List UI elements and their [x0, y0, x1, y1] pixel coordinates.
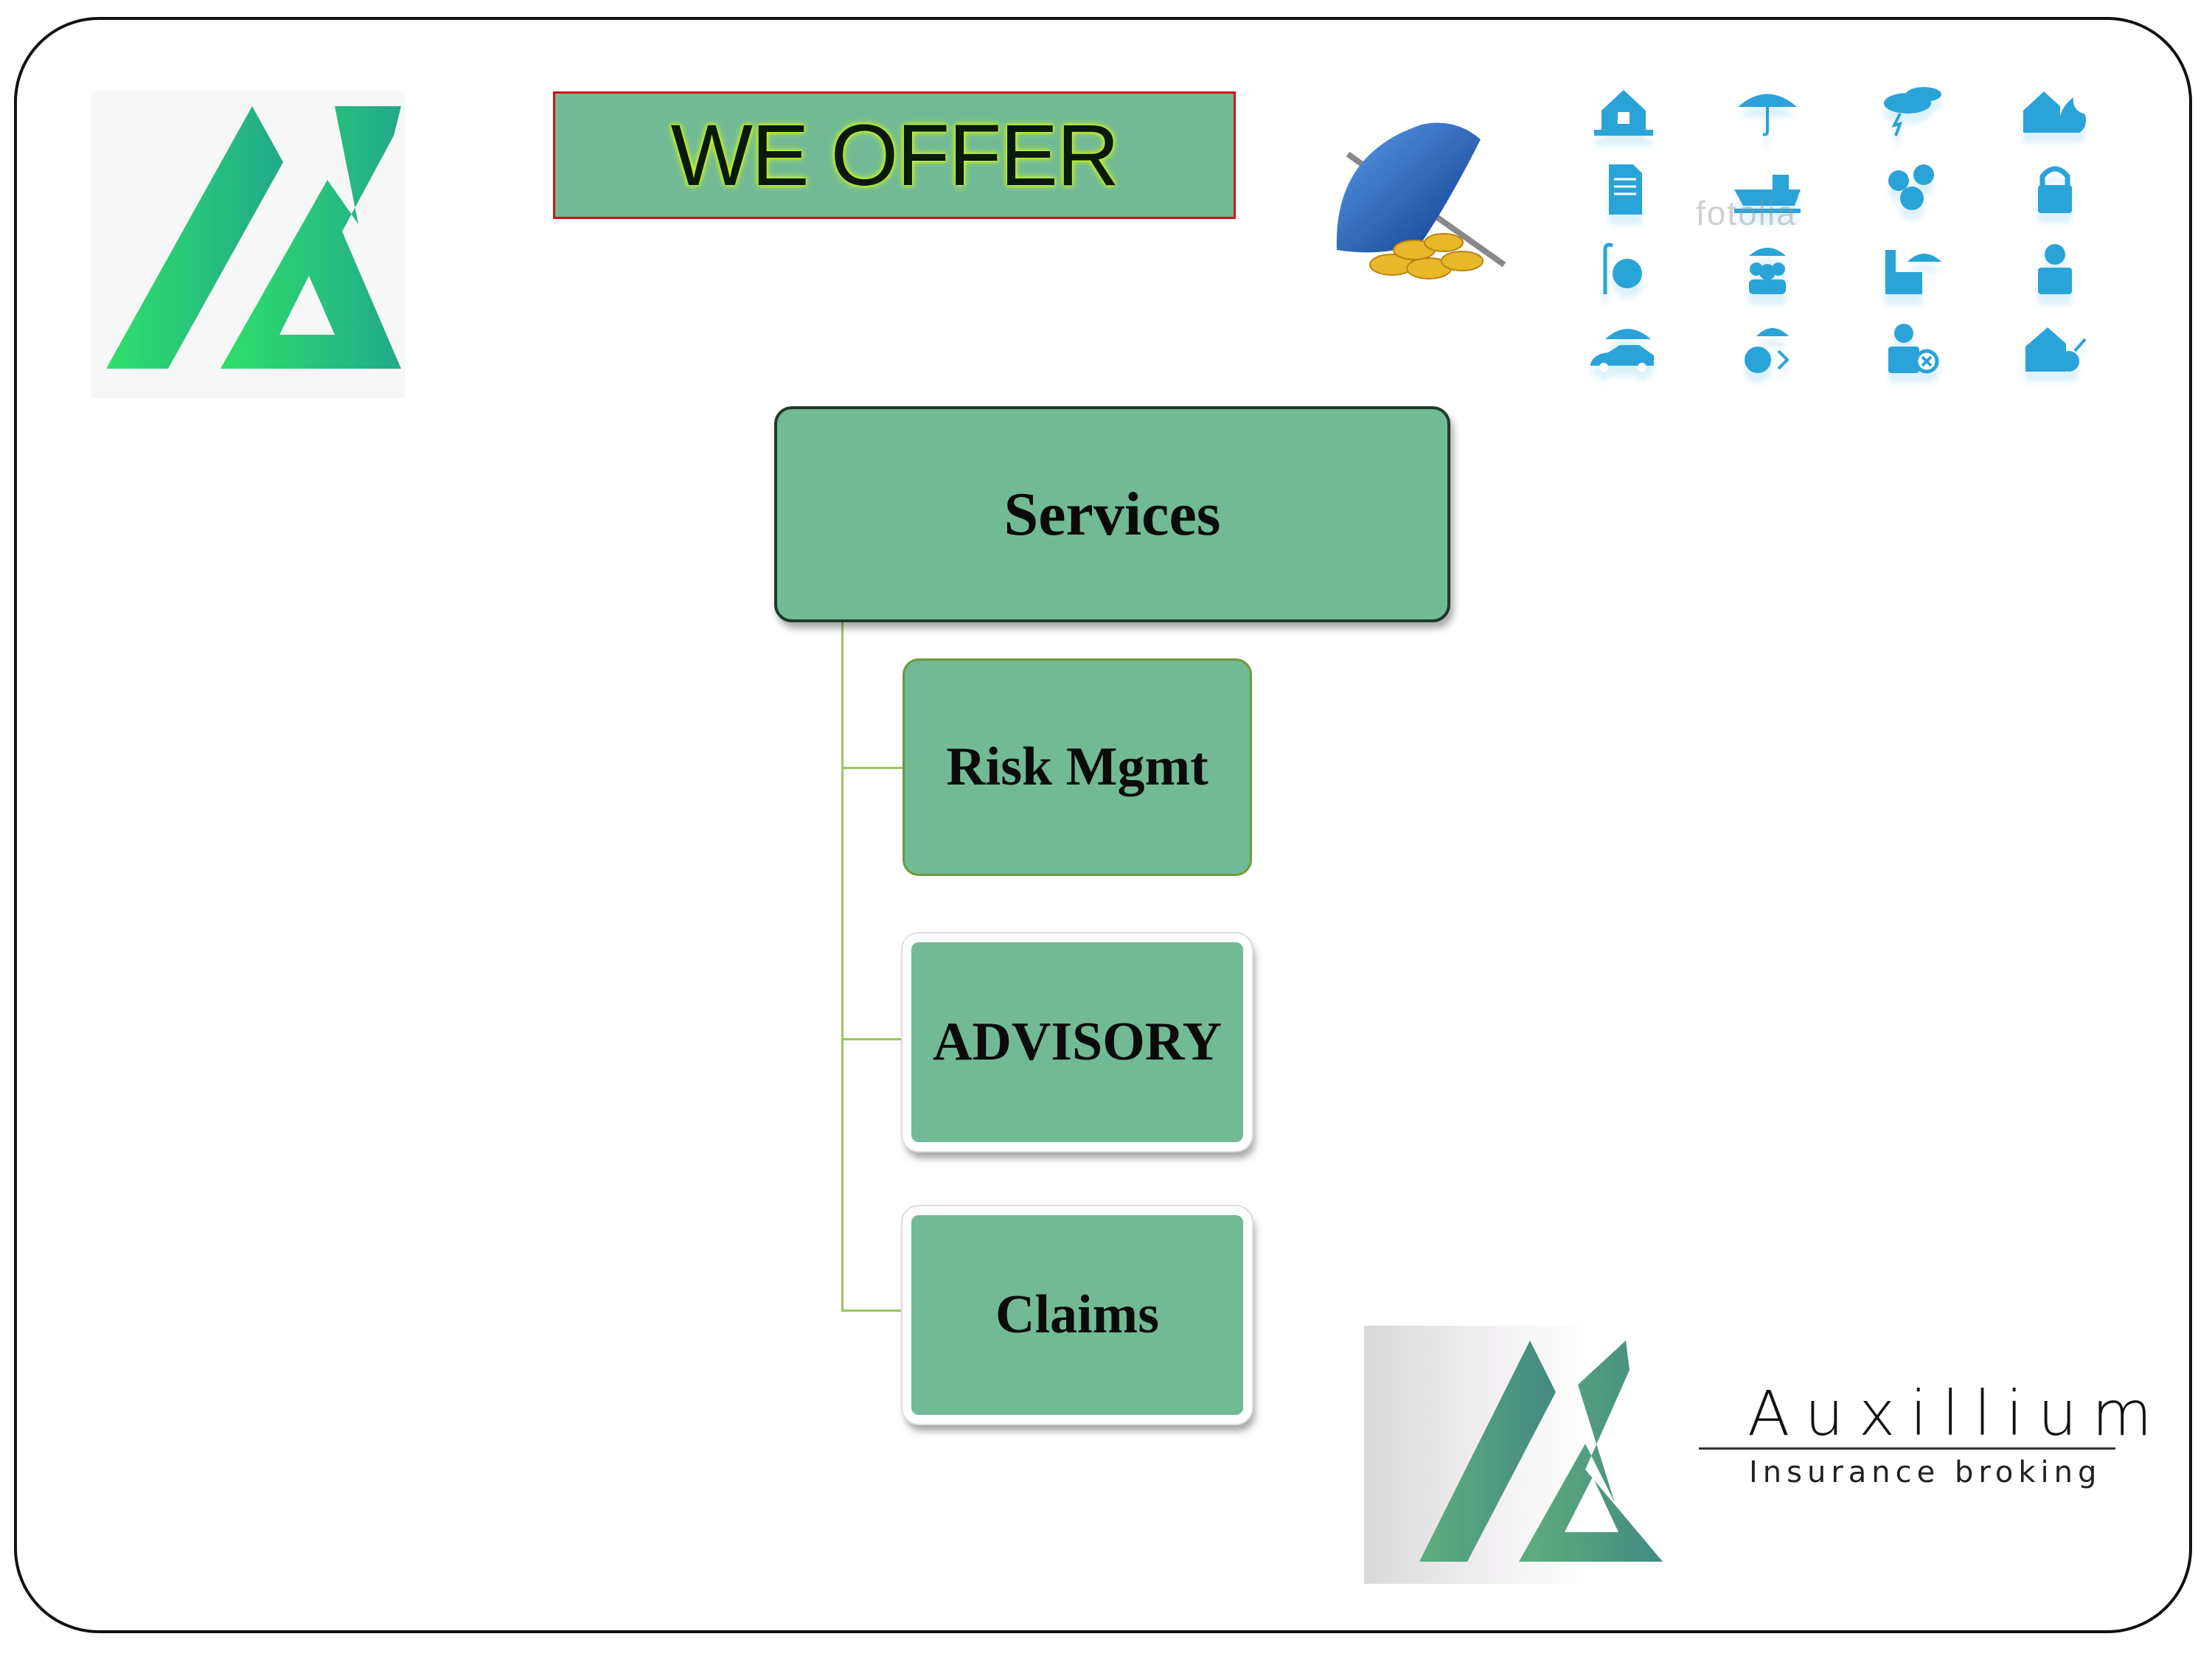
policy-document-icon [1551, 150, 1695, 230]
title-banner: WE OFFER [553, 91, 1236, 219]
brand-divider [1699, 1447, 2115, 1450]
storm-cloud-icon [1839, 71, 1983, 150]
slide-title: WE OFFER [670, 106, 1120, 204]
slide-frame [14, 17, 2192, 1633]
businessman-icon [1983, 229, 2126, 309]
services-label: Services [1004, 480, 1221, 549]
advisory-label: ADVISORY [932, 1012, 1222, 1072]
auxillium-brand-logo [1364, 1326, 2116, 1584]
risk-mgmt-node: Risk Mgmt [902, 658, 1252, 876]
coins-icon [1839, 150, 1983, 230]
claims-node: Claims [902, 1206, 1252, 1424]
risk-mgmt-label: Risk Mgmt [946, 737, 1208, 797]
umbrella-coins-image [1333, 110, 1510, 289]
globe-umbrella-icon [1695, 309, 1839, 389]
brand-name: Auxillium [1747, 1377, 2167, 1450]
flooded-house-icon [1551, 71, 1695, 150]
car-umbrella-icon [1551, 309, 1695, 389]
person-cancel-icon [1839, 309, 1983, 389]
services-node: Services [774, 406, 1450, 622]
brand-tagline: Insurance broking [1749, 1455, 2102, 1489]
claims-label: Claims [995, 1284, 1159, 1345]
auxillium-logo-mark [91, 91, 405, 398]
house-fire-icon [1983, 71, 2126, 150]
house-accident-icon [1983, 309, 2126, 389]
connector-advisory [841, 1038, 903, 1040]
family-umbrella-icon [1695, 229, 1839, 309]
cane-coin-icon [1551, 229, 1695, 309]
connector-claims [841, 1310, 903, 1312]
connector-vertical [841, 622, 844, 1311]
cargo-ship-icon [1695, 150, 1839, 230]
insurance-icon-grid [1551, 71, 2126, 388]
connector-risk-mgmt [841, 767, 903, 769]
padlock-icon [1983, 150, 2126, 230]
advisory-node: ADVISORY [902, 933, 1252, 1151]
fotolia-watermark: fotolia [1696, 194, 1797, 232]
umbrella-icon [1695, 71, 1839, 150]
factory-umbrella-icon [1839, 229, 1983, 309]
